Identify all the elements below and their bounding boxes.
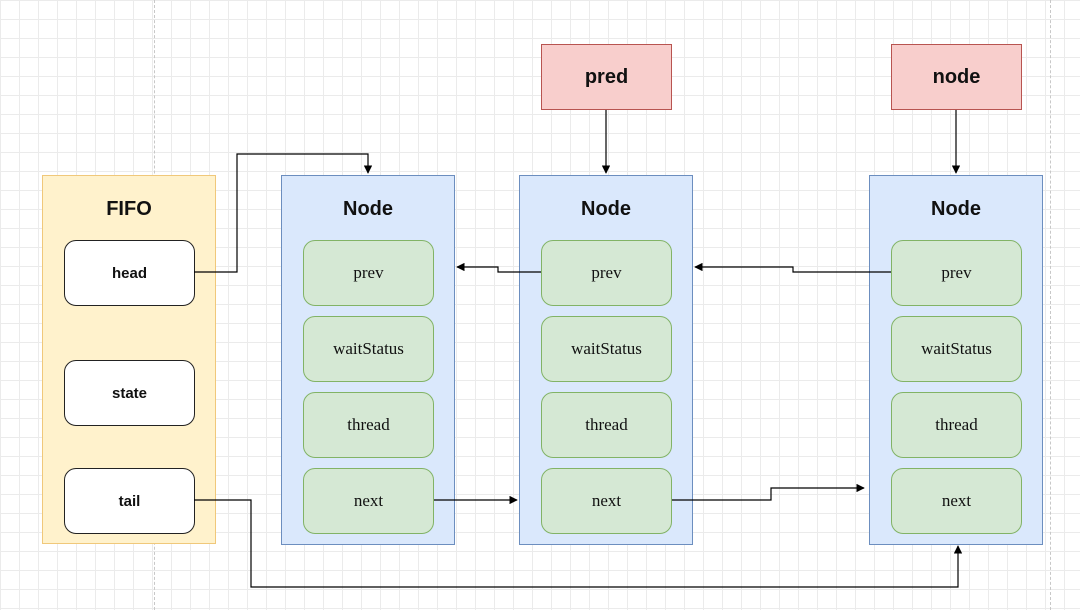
node-2-field-thread: thread: [541, 392, 672, 458]
node-2-field-next: next: [541, 468, 672, 534]
node-1-title: Node: [343, 198, 393, 220]
fifo-field-state: state: [64, 360, 195, 426]
pred-pointer: pred: [541, 44, 672, 110]
arrow-head-to-node1: [194, 153, 373, 273]
node-3-field-waitstatus: waitStatus: [891, 316, 1022, 382]
fifo-title: FIFO: [106, 198, 152, 220]
arrow-tail-to-node3: [194, 499, 963, 588]
node-1-field-next: next: [303, 468, 434, 534]
node-3-title: Node: [931, 198, 981, 220]
node-2-title: Node: [581, 198, 631, 220]
node-1-field-prev: prev: [303, 240, 434, 306]
node-3-field-prev: prev: [891, 240, 1022, 306]
page-guide-right: [1050, 0, 1051, 610]
node-1-field-waitstatus: waitStatus: [303, 316, 434, 382]
arrow-node3-prev-to-node2: [694, 262, 891, 273]
node-1: Node prev waitStatus thread next: [281, 175, 455, 545]
node-2-field-waitstatus: waitStatus: [541, 316, 672, 382]
node-3: Node prev waitStatus thread next: [869, 175, 1043, 545]
node-3-field-thread: thread: [891, 392, 1022, 458]
node-pointer: node: [891, 44, 1022, 110]
node-3-field-next: next: [891, 468, 1022, 534]
fifo-field-tail: tail: [64, 468, 195, 534]
arrow-node2-prev-to-node1: [456, 262, 541, 273]
node-2: Node prev waitStatus thread next: [519, 175, 693, 545]
fifo-field-head: head: [64, 240, 195, 306]
arrow-node2-next-to-node3: [672, 483, 865, 501]
fifo-container: FIFO head state tail: [42, 175, 216, 544]
node-1-field-thread: thread: [303, 392, 434, 458]
node-2-field-prev: prev: [541, 240, 672, 306]
